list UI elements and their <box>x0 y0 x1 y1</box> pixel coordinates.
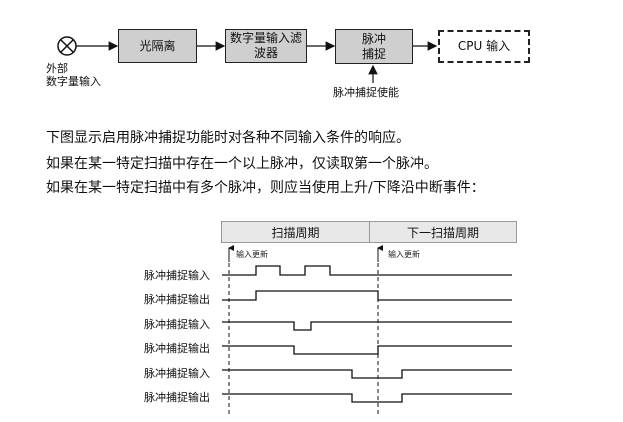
scan-cycle-header: 扫描周期 <box>221 221 370 243</box>
waveform-5-input <box>222 369 512 379</box>
block-pulse-capture: 脉冲 捕捉 <box>335 29 413 64</box>
waveform-4-output <box>222 345 512 355</box>
block-cpu-input-label: CPU 输入 <box>457 39 511 53</box>
block-isolation-label: 光隔离 <box>139 38 176 53</box>
block-pulse-capture-label: 脉冲 捕捉 <box>361 31 386 61</box>
waveform-3-input <box>222 321 512 331</box>
block-cpu-input: CPU 输入 <box>438 30 530 63</box>
signal-label-4: 脉冲捕捉输出 <box>144 342 210 355</box>
paragraph-line-1: 下图显示启用脉冲捕捉功能时对各种不同输入条件的响应。 <box>46 130 410 146</box>
block-input-filter-label: 数字量输入滤 波器 <box>229 31 302 60</box>
pulse-capture-enable-label: 脉冲捕捉使能 <box>333 86 399 99</box>
waveform-2-output <box>222 290 512 301</box>
waveform-6-output <box>222 393 512 403</box>
signal-label-1: 脉冲捕捉输入 <box>144 269 210 282</box>
input-update-label-2: 输入更新 <box>388 250 420 259</box>
paragraph-line-3: 如果在某一特定扫描中有多个脉冲，则应当使用上升/下降沿中断事件： <box>46 180 485 196</box>
signal-label-5: 脉冲捕捉输入 <box>144 367 210 380</box>
next-scan-cycle-header-label: 下一扫描周期 <box>406 225 479 240</box>
signal-label-3: 脉冲捕捉输入 <box>144 318 210 331</box>
external-input-caption: 外部 数字量输入 <box>46 62 101 88</box>
next-scan-cycle-header: 下一扫描周期 <box>369 221 517 243</box>
waveform-1-input <box>222 265 512 276</box>
signal-label-2: 脉冲捕捉输出 <box>144 293 210 306</box>
block-input-filter: 数字量输入滤 波器 <box>225 29 307 63</box>
input-update-label-1: 输入更新 <box>236 250 268 259</box>
scan-cycle-header-label: 扫描周期 <box>271 225 320 240</box>
paragraph-line-2: 如果在某一特定扫描中存在一个以上脉冲，仅读取第一个脉冲。 <box>46 156 438 172</box>
signal-label-6: 脉冲捕捉输出 <box>144 391 210 404</box>
block-isolation: 光隔离 <box>118 29 197 63</box>
